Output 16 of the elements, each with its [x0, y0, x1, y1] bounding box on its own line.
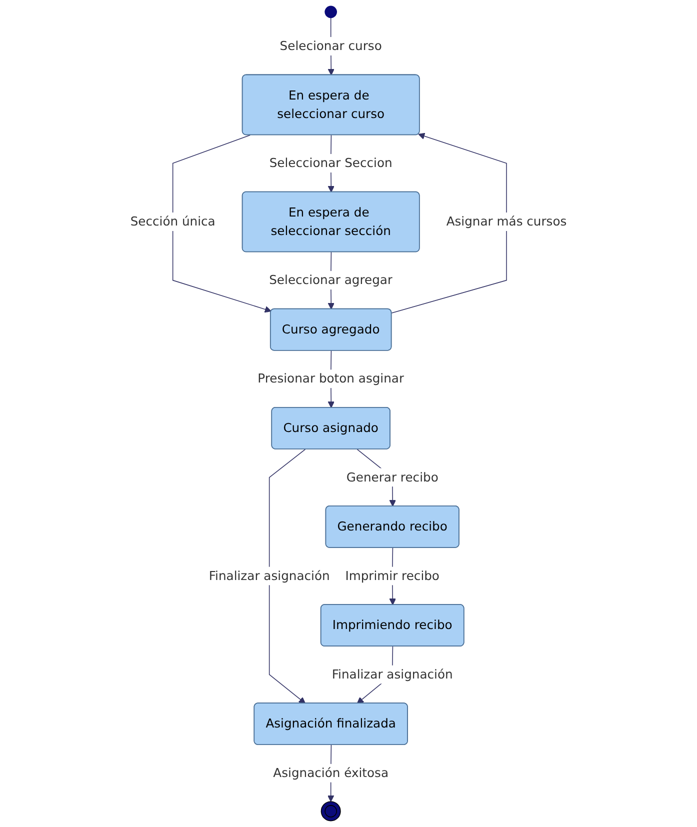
node-bullseye	[320, 801, 341, 822]
edge-label: Asignación éxitosa	[273, 765, 388, 780]
edge-label: Sección única	[130, 214, 216, 229]
edge-label: Presionar boton asginar	[258, 371, 404, 386]
edge-label: Seleccionar Seccion	[269, 156, 392, 170]
edge-label: Finalizar asignación	[208, 568, 330, 583]
edge-label: Imprimir recibo	[345, 568, 440, 583]
edge-label: Seleccionar agregar	[269, 272, 393, 288]
edge-label: Finalizar asignación	[332, 666, 453, 682]
edge-label: Asignar más cursos	[446, 214, 567, 229]
arrow	[268, 448, 306, 704]
arrow	[172, 134, 272, 313]
node-circle	[324, 6, 337, 18]
edge-label: Selecionar curso	[280, 38, 382, 54]
edge-label: Generar recibo	[346, 470, 438, 484]
arrow	[391, 132, 507, 314]
